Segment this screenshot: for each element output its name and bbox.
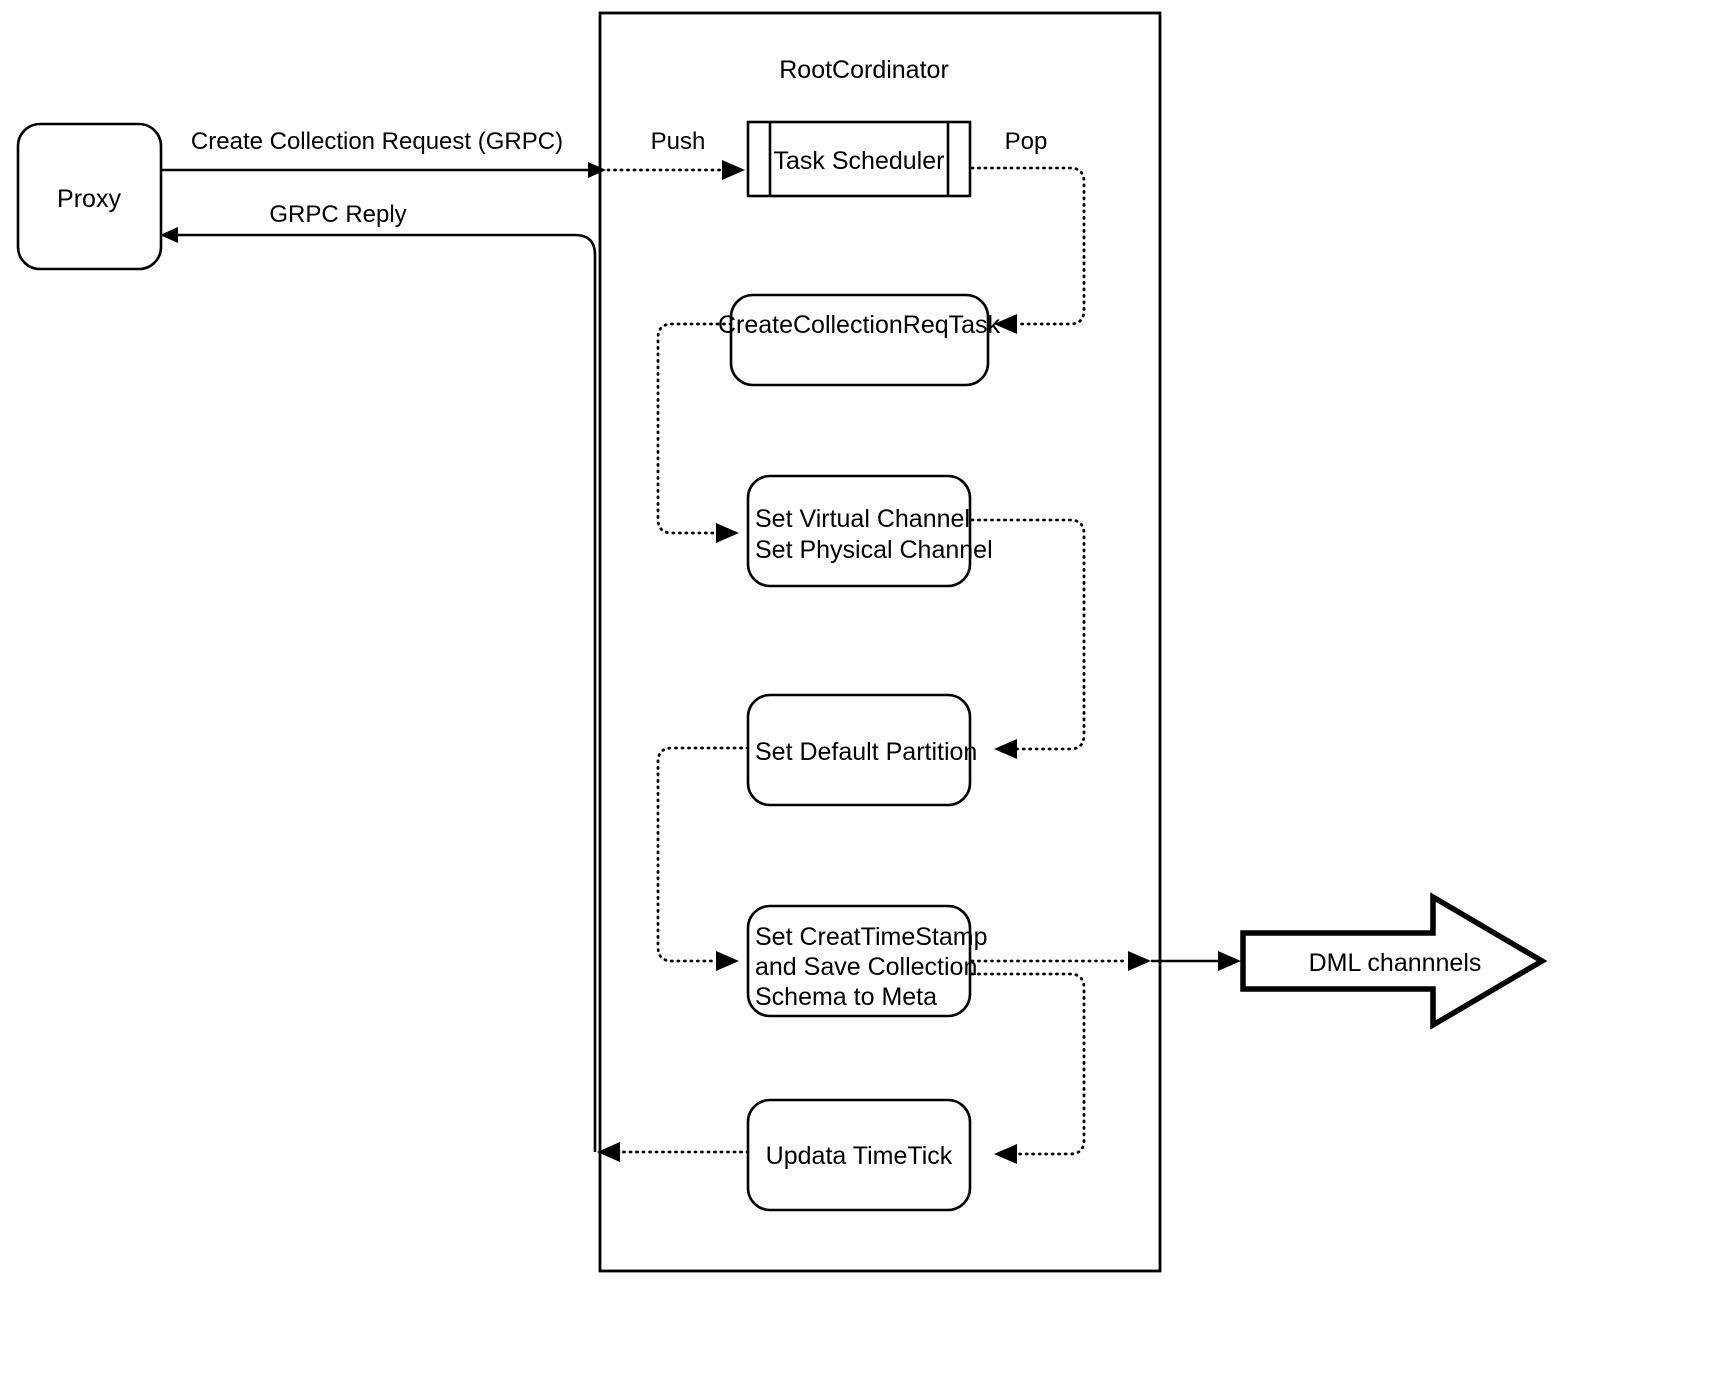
rootcoordinator-container bbox=[598, 11, 1162, 1273]
edge-task-to-channels-arrowhead bbox=[716, 523, 739, 543]
edge-grpc-reply bbox=[178, 233, 597, 1152]
node-set-create-timestamp[interactable] bbox=[746, 904, 972, 1018]
edge-channels-to-partition-arrowhead bbox=[994, 739, 1017, 759]
edge-grpc-reply-label: GRPC Reply bbox=[269, 201, 406, 228]
node-task-scheduler[interactable] bbox=[746, 120, 972, 198]
node-create-collection-req-task[interactable] bbox=[729, 293, 990, 387]
edge-create-collection-request-label: Create Collection Request (GRPC) bbox=[191, 128, 563, 155]
edge-timestamp-to-timetick-arrowhead bbox=[994, 1144, 1017, 1164]
edge-timestamp-to-dml-boundary-arrowhead bbox=[1128, 951, 1151, 971]
node-set-create-timestamp-label-line3: Schema to Meta bbox=[755, 983, 937, 1011]
node-proxy[interactable] bbox=[16, 122, 163, 271]
edge-task-to-channels bbox=[656, 322, 733, 535]
edge-timestamp-to-timetick bbox=[970, 972, 1086, 1156]
edge-channels-to-partition bbox=[970, 518, 1086, 751]
node-set-channels[interactable] bbox=[746, 474, 972, 588]
node-set-channels-label-line1: Set Virtual Channel bbox=[755, 505, 970, 533]
node-set-create-timestamp-label-line2: and Save Collection bbox=[755, 953, 977, 981]
node-dml-channels-label: DML channnels bbox=[1309, 949, 1482, 977]
node-set-default-partition[interactable] bbox=[746, 693, 972, 807]
edge-pop-label: Pop bbox=[1005, 128, 1048, 155]
node-create-collection-req-task-label: CreateCollectionReqTask bbox=[718, 311, 1001, 339]
edge-grpc-reply-arrowhead bbox=[160, 227, 178, 243]
edge-pop bbox=[970, 166, 1086, 326]
node-task-scheduler-label: Task Scheduler bbox=[774, 147, 945, 175]
node-set-channels-label-line2: Set Physical Channel bbox=[755, 536, 993, 564]
edge-push-arrowhead bbox=[722, 160, 745, 180]
rootcoordinator-title: RootCordinator bbox=[779, 56, 949, 84]
edge-pop-arrowhead bbox=[994, 314, 1017, 334]
edge-partition-to-timestamp bbox=[656, 746, 750, 963]
node-updata-timetick[interactable] bbox=[746, 1098, 972, 1212]
node-proxy-label: Proxy bbox=[57, 185, 121, 213]
node-dml-channels[interactable] bbox=[1240, 892, 1548, 1030]
edge-timestamp-to-dml-arrowhead bbox=[1218, 951, 1241, 971]
edge-partition-to-timestamp-arrowhead bbox=[716, 951, 739, 971]
edge-create-collection-request-arrowhead bbox=[588, 162, 606, 178]
edge-push-label: Push bbox=[651, 128, 706, 155]
node-set-create-timestamp-label-line1: Set CreatTimeStamp bbox=[755, 923, 987, 951]
edge-timetick-to-reply-arrowhead bbox=[597, 1142, 620, 1162]
node-updata-timetick-label: Updata TimeTick bbox=[766, 1142, 953, 1170]
node-set-default-partition-label: Set Default Partition bbox=[755, 738, 977, 766]
